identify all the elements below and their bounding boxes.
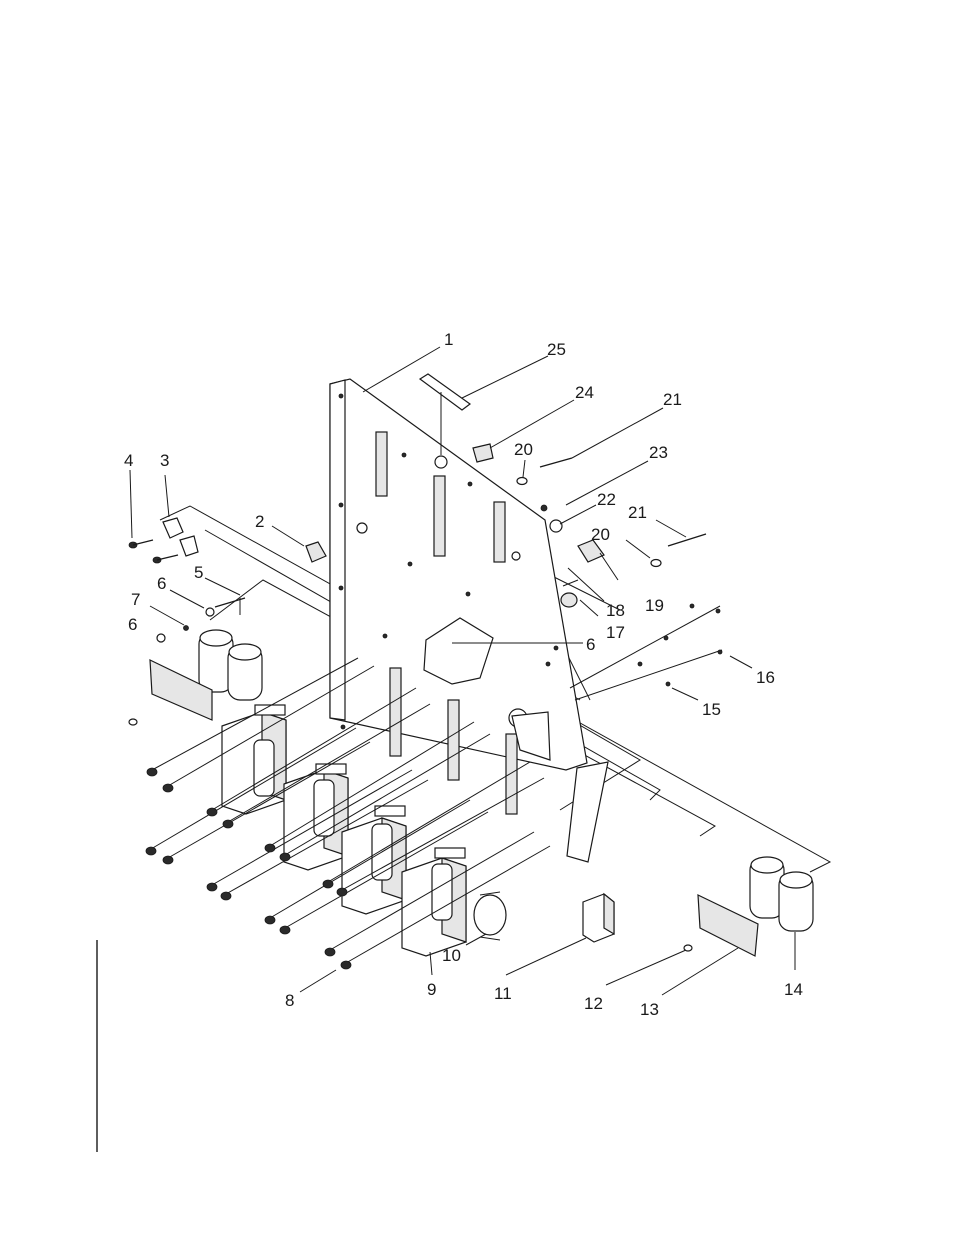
callout-23: 23	[649, 443, 668, 462]
leader-lines	[129, 346, 796, 996]
callout-6-right: 6	[586, 635, 595, 654]
callout-25: 25	[547, 340, 566, 359]
callout-20-top: 20	[514, 440, 533, 459]
callout-20-mid: 20	[591, 525, 610, 544]
callout-18: 18	[606, 601, 625, 620]
rod-25	[418, 373, 472, 455]
callout-14: 14	[784, 980, 803, 999]
callout-6-lower: 6	[128, 615, 137, 634]
callout-21-top: 21	[663, 390, 682, 409]
callout-11: 11	[494, 984, 512, 1003]
callout-17: 17	[606, 623, 625, 642]
callout-1: 1	[444, 330, 453, 349]
callout-2: 2	[255, 512, 264, 531]
top-right-hardware	[472, 443, 723, 701]
transformers	[221, 704, 467, 957]
left-top-hardware	[128, 517, 327, 643]
lower-parts	[473, 891, 615, 943]
callout-6-upper: 6	[157, 574, 166, 593]
screws	[145, 657, 551, 970]
callout-16: 16	[756, 668, 775, 687]
callout-3: 3	[160, 451, 169, 470]
callout-9: 9	[427, 980, 436, 999]
callout-8: 8	[285, 991, 294, 1010]
callout-12: 12	[584, 994, 603, 1013]
callout-24: 24	[575, 383, 594, 402]
callout-13: 13	[640, 1000, 659, 1019]
capacitors-left	[128, 629, 263, 726]
callout-22: 22	[597, 490, 616, 509]
callout-21-mid: 21	[628, 503, 647, 522]
capacitors-right	[683, 856, 814, 957]
callout-labels: 1 25 24 21 20 23 22 21 20 4 3 2 5 6 7 6 …	[124, 330, 803, 1019]
callout-7: 7	[131, 590, 140, 609]
callout-4: 4	[124, 451, 133, 470]
callout-15: 15	[702, 700, 721, 719]
callout-19: 19	[645, 596, 664, 615]
main-panel	[329, 378, 609, 863]
callout-10: 10	[442, 946, 461, 965]
callout-5: 5	[194, 563, 203, 582]
